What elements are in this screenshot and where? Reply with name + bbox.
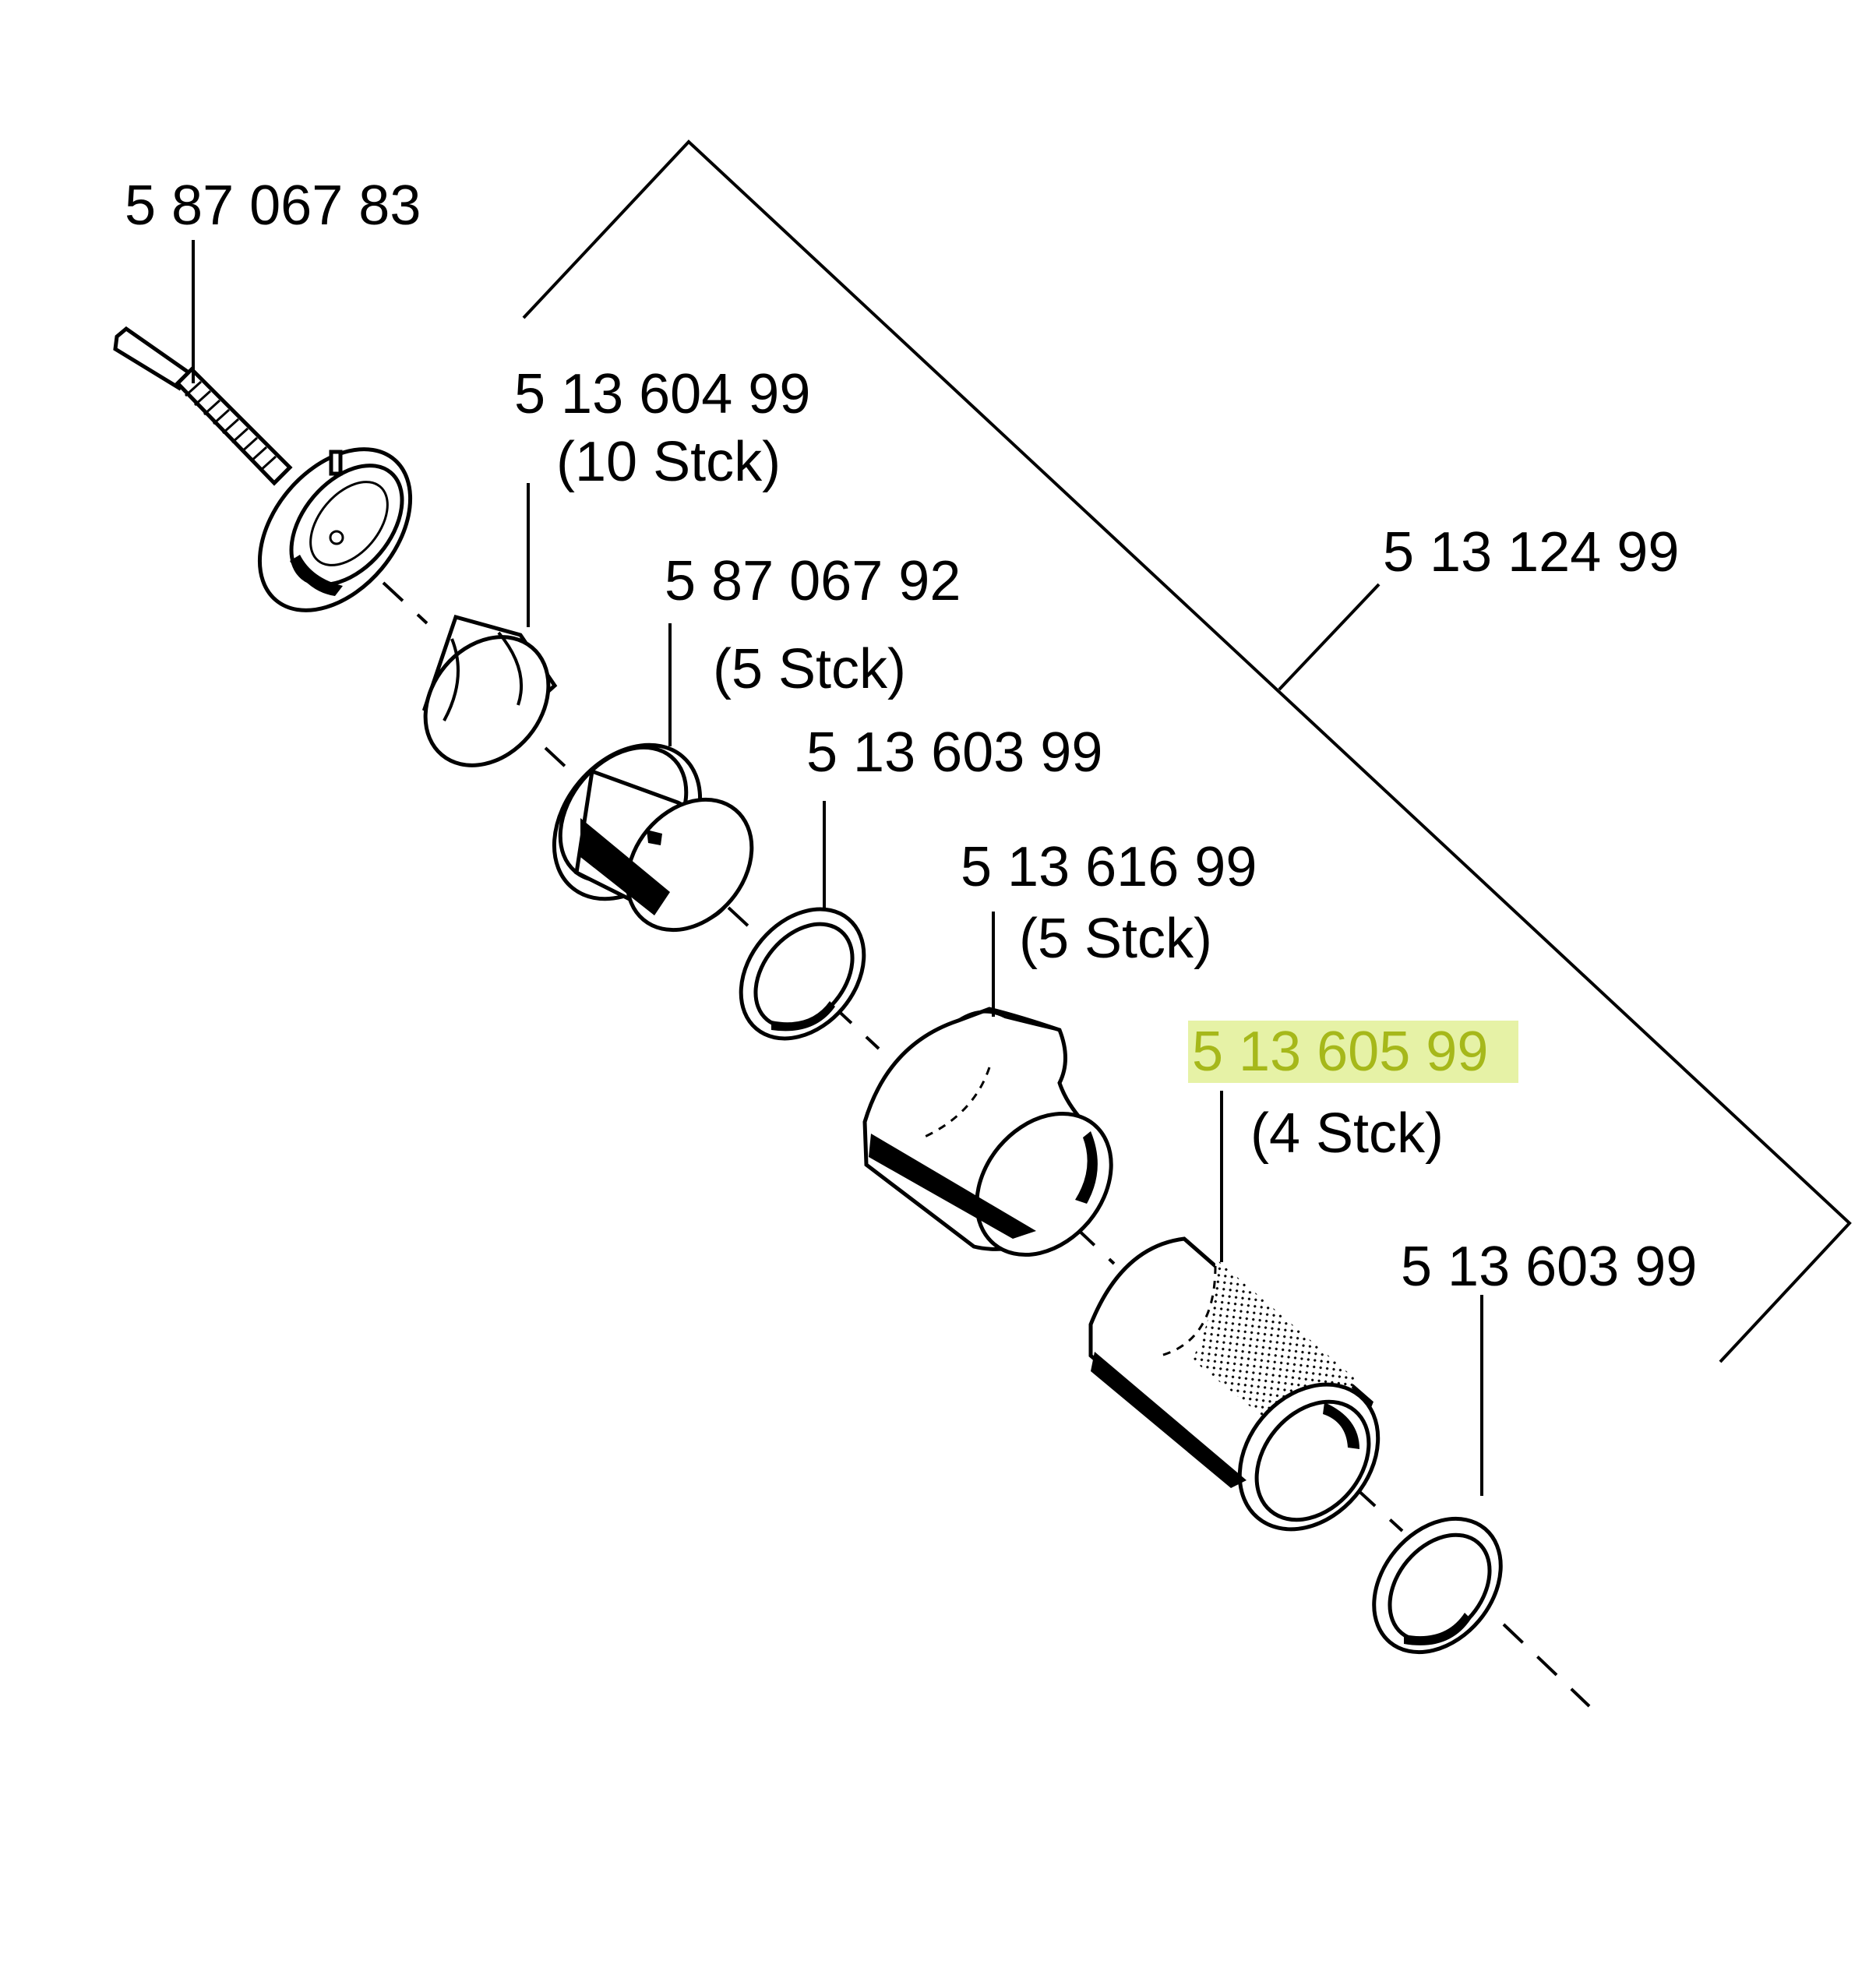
highlight-box xyxy=(1188,1021,1518,1083)
filter-part xyxy=(421,614,558,767)
label-kit: 5 13 124 99 xyxy=(1383,521,1679,584)
label-screen-qty: (4 Stck) xyxy=(1250,1102,1444,1165)
kit-bracket xyxy=(522,139,1852,1363)
label-cup-qty: (5 Stck) xyxy=(713,638,906,700)
main-jet-part xyxy=(113,326,413,612)
label-cup: 5 87 067 92 xyxy=(665,550,961,612)
label-filter-qty: (10 Stck) xyxy=(556,431,781,493)
label-seal-2: 5 13 603 99 xyxy=(1401,1236,1697,1298)
label-sleeve-qty: (5 Stck) xyxy=(1019,908,1212,970)
sleeve-part xyxy=(862,1007,1113,1257)
leader-lines xyxy=(192,240,1483,1496)
screen-part xyxy=(1088,1236,1381,1532)
label-filter: 5 13 604 99 xyxy=(514,363,810,425)
cup-part xyxy=(552,742,754,933)
seal-ring-2 xyxy=(1372,1516,1503,1655)
label-main-jet: 5 87 067 83 xyxy=(125,175,421,237)
label-sleeve: 5 13 616 99 xyxy=(961,836,1257,898)
part-labels: 5 87 067 83 5 13 604 99 (10 Stck) 5 13 1… xyxy=(125,175,1697,1298)
label-seal-1: 5 13 603 99 xyxy=(806,721,1102,784)
seal-ring-1 xyxy=(739,907,866,1041)
label-screen: 5 13 605 99 xyxy=(1192,1021,1488,1083)
